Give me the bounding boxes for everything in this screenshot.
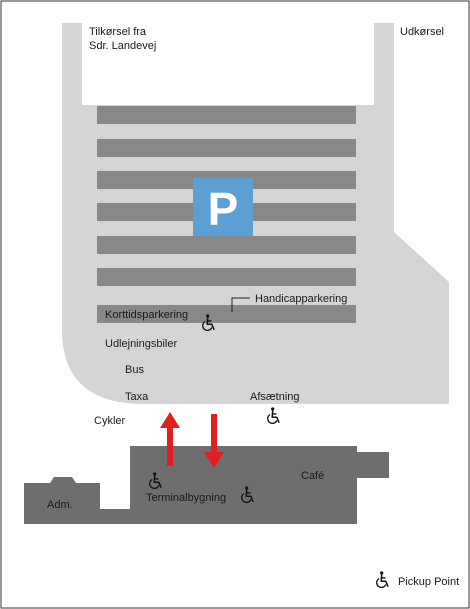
wheelchair-icon [375,571,389,589]
arrow-up-icon [160,412,180,466]
parking-row [97,305,356,323]
terminal-building [130,446,389,524]
bus-label: Bus [125,364,144,376]
parking-sign: P [193,178,253,236]
terminal-label: Terminalbygning [146,492,226,504]
exit-label: Udkørsel [400,26,444,38]
wheelchair-icon [266,407,280,425]
entrance-label-line-1: Tilkørsel fra [89,26,147,38]
parking-row [97,106,356,124]
parking-row [97,268,356,286]
admin-label: Adm. [47,499,73,511]
dropoff-label: Afsætning [250,391,300,403]
parking-row [97,236,356,254]
traffic-arrows [160,412,224,468]
parking-sign-letter: P [208,183,239,235]
cafe-label: Café [301,470,324,482]
entrance-label-line-2: Sdr. Landevej [89,40,156,52]
bicycles-label: Cykler [94,415,126,427]
taxi-label: Taxa [125,391,149,403]
parking-row [97,139,356,157]
handicap-parking-label: Handicapparkering [255,293,347,305]
handicap-parking-leader-line [231,297,250,312]
admin-building [24,477,100,524]
parking-rows [97,106,356,323]
arrow-down-icon [204,414,224,468]
parking-sign-background [193,178,253,236]
connector-building [98,509,130,524]
short-term-parking-label: Korttidsparkering [105,309,188,321]
terminal-buildings [24,446,389,524]
pickup-point-legend-label: Pickup Point [398,576,459,588]
rental-cars-label: Udlejningsbiler [105,338,177,350]
